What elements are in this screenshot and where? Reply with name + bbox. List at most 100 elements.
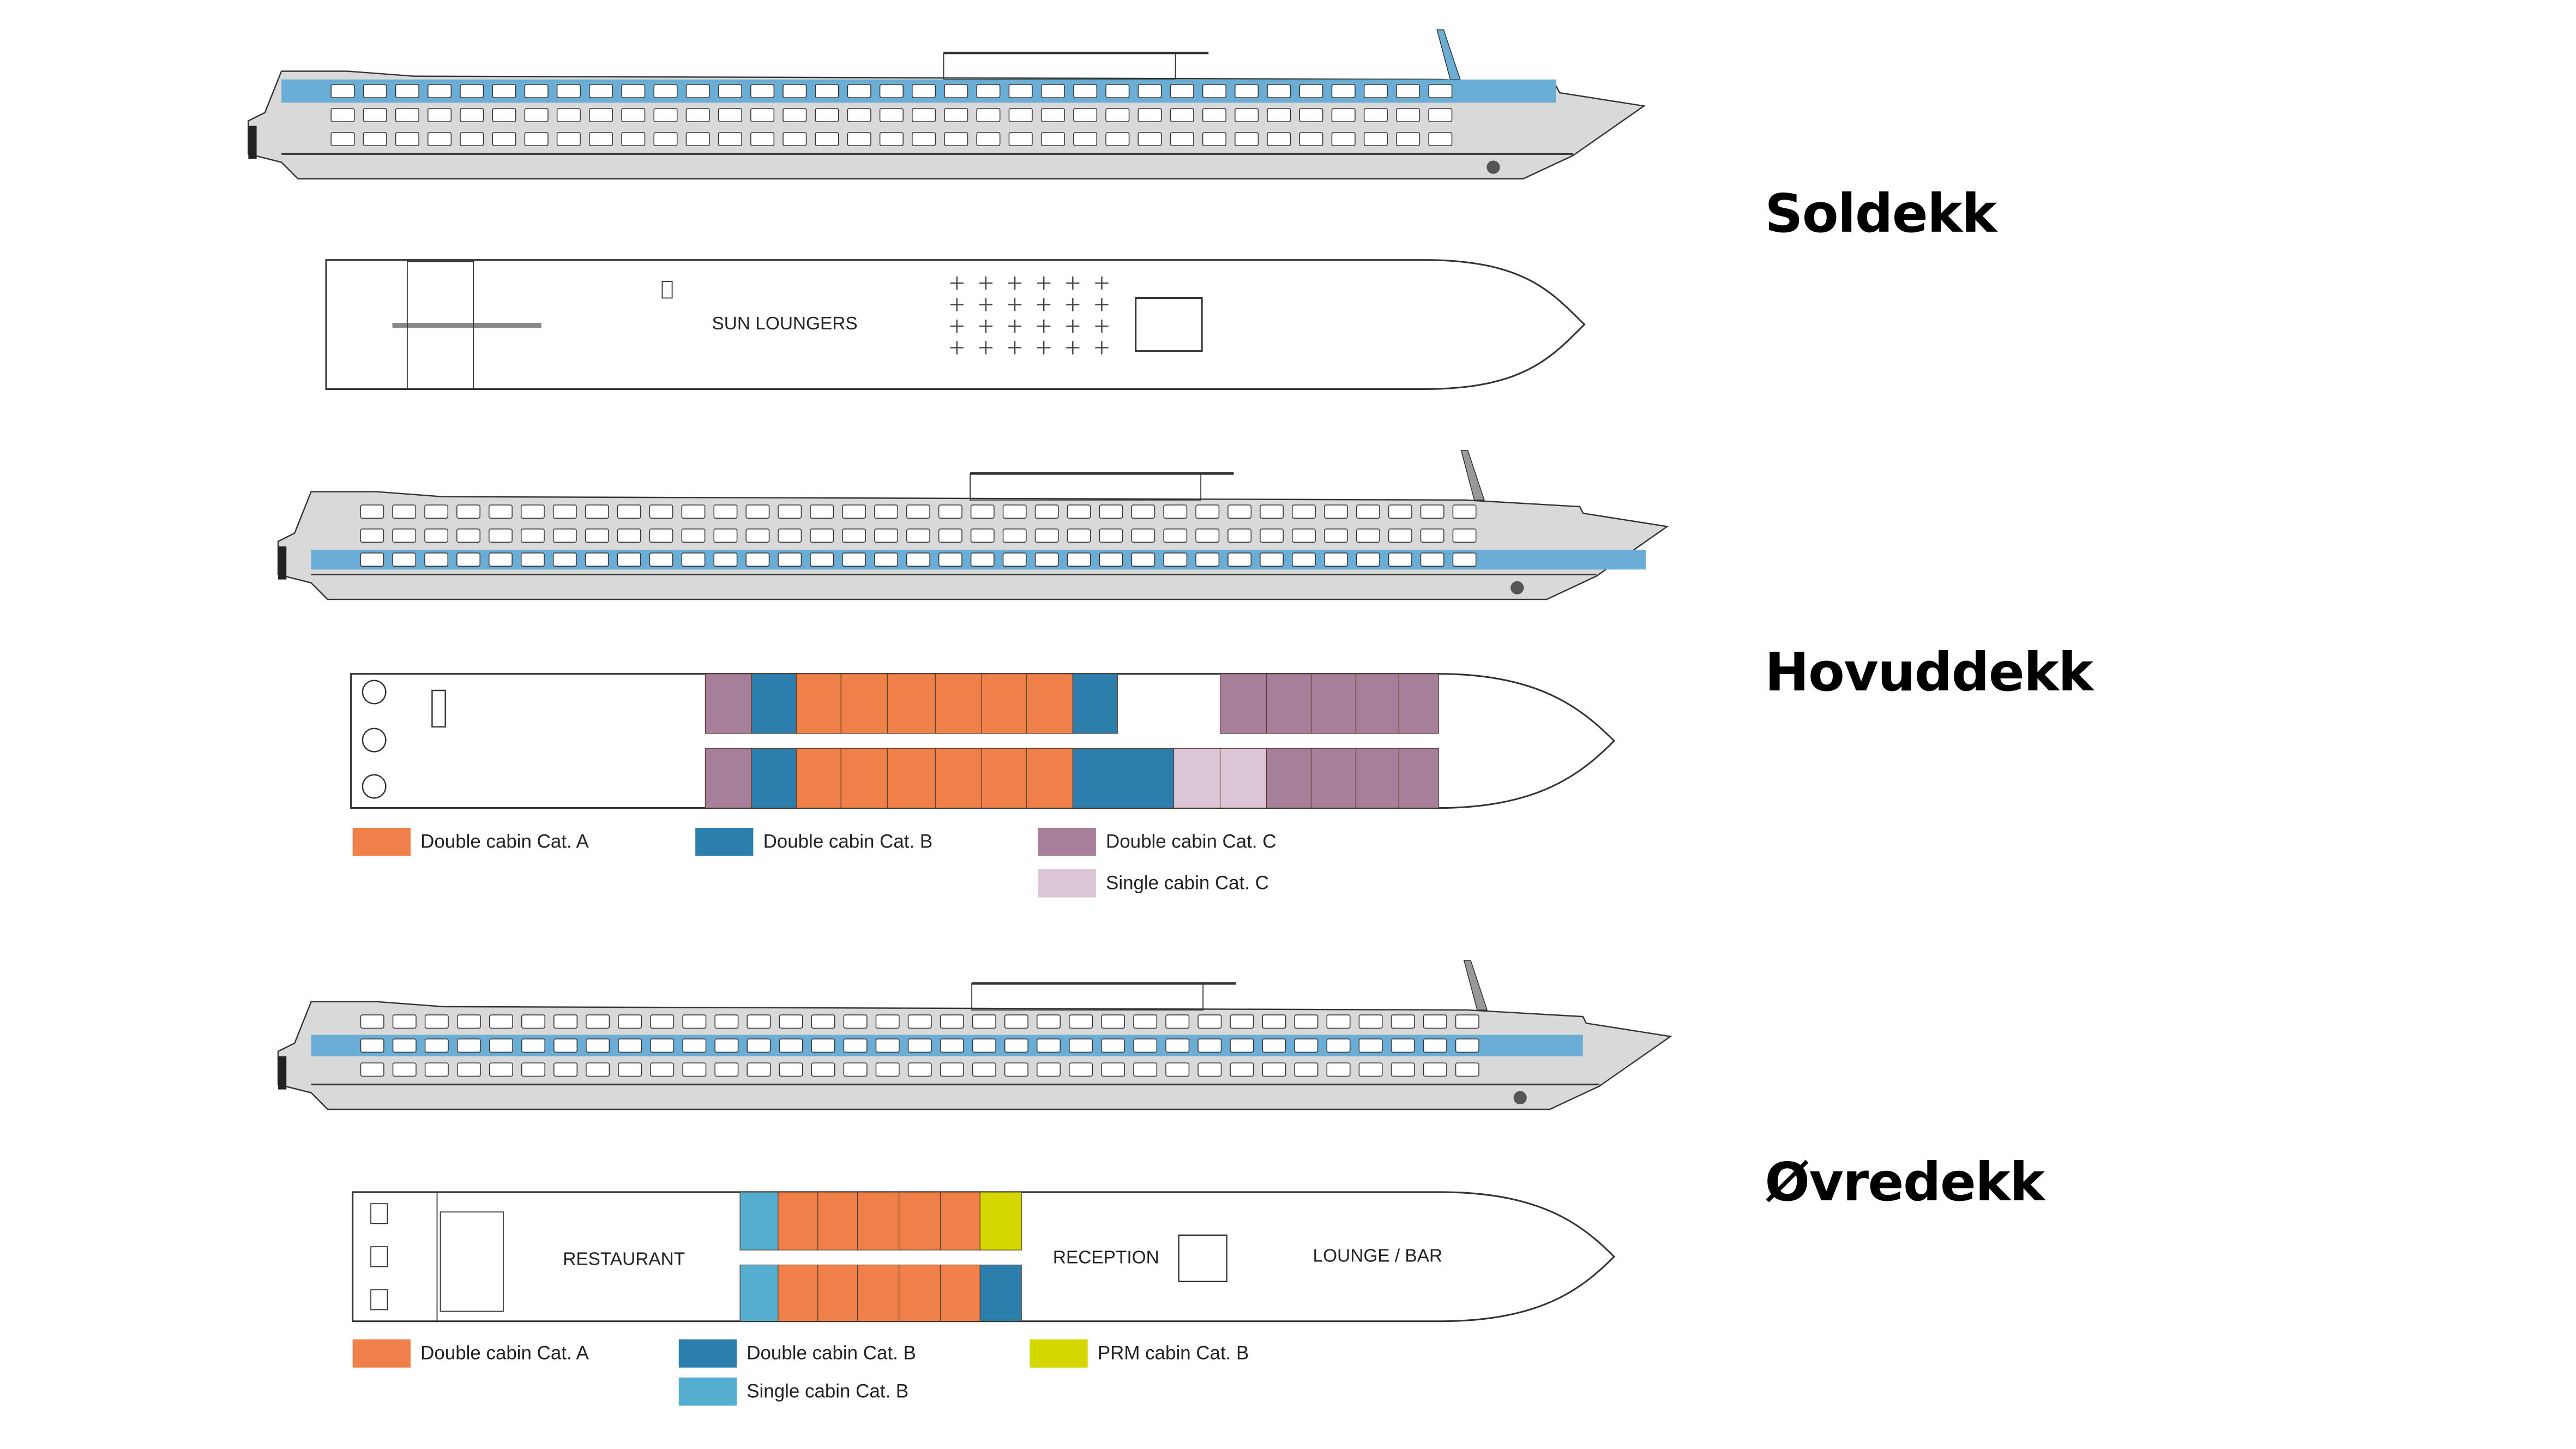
window [874, 504, 898, 519]
window [745, 504, 770, 519]
window [940, 1062, 964, 1077]
stern [248, 125, 257, 159]
window [392, 1038, 417, 1053]
window [489, 528, 513, 543]
legend-label: Double cabin Cat. A [420, 1343, 589, 1364]
window [1452, 504, 1477, 519]
cabin-A [940, 1264, 980, 1322]
window [617, 528, 641, 543]
window [586, 1062, 610, 1077]
window [747, 1062, 771, 1077]
window [1299, 132, 1323, 146]
window [912, 132, 936, 146]
window [1131, 552, 1155, 567]
window [907, 1038, 932, 1053]
legend-swatch [1038, 869, 1096, 898]
window [1299, 108, 1323, 122]
window [1388, 528, 1412, 543]
window [1037, 1038, 1061, 1053]
propeller-icon [362, 680, 387, 705]
window [1137, 132, 1162, 146]
window [1133, 1014, 1158, 1029]
window [972, 1062, 996, 1077]
sun-lounger-icon [979, 298, 993, 311]
sun-deck-canopy [971, 983, 1204, 1011]
window [392, 1062, 417, 1077]
window [912, 84, 936, 98]
window [1137, 84, 1162, 98]
window [970, 504, 995, 519]
window [1165, 1038, 1190, 1053]
window [456, 552, 480, 567]
restaurant-label: RESTAURANT [563, 1250, 685, 1270]
window [1069, 1014, 1093, 1029]
window [875, 1062, 900, 1077]
legend-item-sc: Single cabin Cat. C [1038, 869, 1269, 898]
sun-lounger-icon [1095, 298, 1109, 311]
window [1040, 108, 1065, 122]
window [1294, 1062, 1319, 1077]
window [938, 552, 962, 567]
window [1423, 1038, 1447, 1053]
window [1105, 132, 1130, 146]
window [779, 1038, 803, 1053]
window [1004, 1014, 1028, 1029]
window [1292, 552, 1316, 567]
window [1262, 1038, 1286, 1053]
legend-label: Single cabin Cat. B [747, 1381, 909, 1402]
window [521, 1062, 545, 1077]
window [843, 1014, 868, 1029]
cabin-A [1026, 674, 1073, 734]
cabin-A [817, 1264, 858, 1322]
window [456, 1038, 481, 1053]
window [879, 84, 904, 98]
sun-lounger-icon [1095, 276, 1109, 290]
cabin-C [1266, 748, 1312, 809]
window [1137, 108, 1162, 122]
window [1294, 1038, 1319, 1053]
window [811, 1038, 835, 1053]
window [653, 108, 678, 122]
window [940, 1038, 964, 1053]
window [875, 1038, 900, 1053]
window [1326, 1038, 1351, 1053]
window [1358, 1014, 1383, 1029]
window [811, 1014, 835, 1029]
window [424, 1038, 449, 1053]
window [938, 504, 962, 519]
window [621, 132, 646, 146]
window [424, 504, 449, 519]
sun-lounger-icon [950, 298, 964, 311]
window [682, 1038, 707, 1053]
window [682, 1014, 707, 1029]
window [1008, 132, 1033, 146]
legend-label: Double cabin Cat. B [763, 832, 933, 852]
sun-lounger-icon [1066, 341, 1080, 354]
window [589, 132, 613, 146]
window [685, 84, 710, 98]
window [1326, 1014, 1351, 1029]
sun-lounger-icon [1037, 276, 1051, 290]
window [1202, 84, 1226, 98]
window [1455, 1062, 1479, 1077]
window [1396, 132, 1421, 146]
galley [440, 1211, 504, 1312]
window [1002, 528, 1027, 543]
window [428, 132, 452, 146]
cabin-A [840, 748, 888, 809]
window [714, 1038, 739, 1053]
sun-lounger-icon [1066, 298, 1080, 311]
window [360, 528, 384, 543]
cabin-SC [1173, 748, 1221, 809]
window [585, 504, 609, 519]
legend-swatch [695, 828, 754, 856]
window [1170, 84, 1194, 98]
legend-item-a: Double cabin Cat. A [352, 828, 589, 856]
propeller-icon [362, 774, 387, 799]
window [1396, 108, 1421, 122]
legend-label: Single cabin Cat. C [1106, 873, 1269, 893]
legend-label: Double cabin Cat. B [747, 1343, 916, 1364]
window [685, 132, 710, 146]
window [747, 1014, 771, 1029]
